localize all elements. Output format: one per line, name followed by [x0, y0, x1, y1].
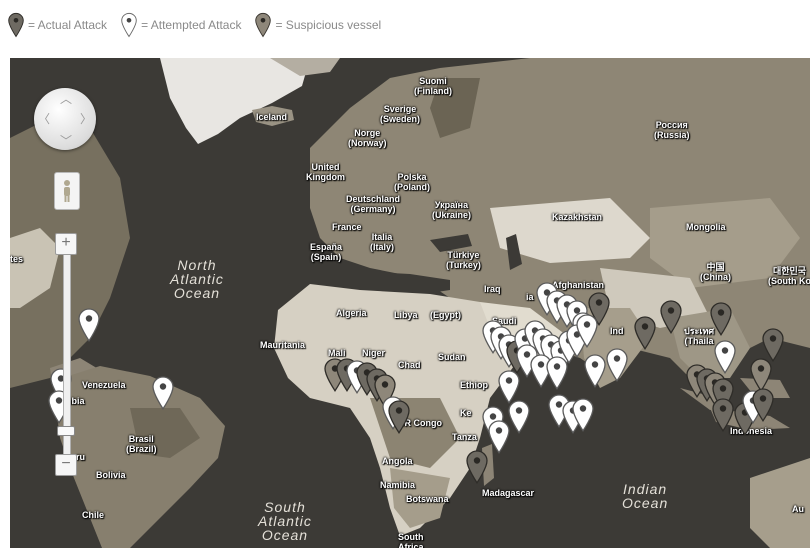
actual-attack-marker[interactable] — [752, 388, 774, 422]
zoom-in-button[interactable]: + — [55, 233, 77, 255]
label-poland: Polska (Poland) — [394, 172, 430, 192]
map-terrain — [10, 58, 810, 548]
label-russia: Россия (Russia) — [654, 120, 690, 140]
label-madagascar: Madagascar — [482, 488, 535, 498]
attempted-attack-marker[interactable] — [546, 356, 568, 390]
label-colombia: ombia — [58, 396, 85, 406]
actual-attack-marker[interactable] — [634, 316, 656, 350]
label-united-kingdom: United Kingdom — [306, 162, 345, 182]
label-spain: España (Spain) — [310, 242, 343, 262]
pan-left-icon[interactable]: 〈 — [38, 112, 51, 126]
label-ethiopia: Ethiop — [460, 380, 488, 390]
pan-up-icon[interactable]: ︿ — [60, 92, 73, 106]
label-venezuela: Venezuela — [82, 380, 126, 390]
label-sweden: Sverige (Sweden) — [380, 104, 421, 124]
label-south-africa: South Africa — [398, 532, 424, 548]
attempted-attack-marker[interactable] — [152, 376, 174, 410]
actual-attack-marker[interactable] — [712, 378, 734, 412]
label-iceland: Iceland — [256, 112, 288, 122]
label-north-atlantic: North Atlantic Ocean — [170, 257, 224, 301]
attempted-attack-marker[interactable] — [508, 400, 530, 434]
label-iraq: Iraq — [484, 284, 501, 294]
zoom-slider-thumb[interactable] — [57, 426, 75, 436]
actual-attack-marker[interactable] — [588, 292, 610, 326]
label-france: France — [332, 222, 362, 232]
label-namibia: Namibia — [380, 480, 416, 490]
attempted-attack-marker[interactable] — [498, 370, 520, 404]
label-india: Ind — [610, 326, 624, 336]
zoom-out-button[interactable]: − — [55, 454, 77, 476]
pan-down-icon[interactable]: ﹀ — [60, 134, 73, 148]
label-chad: Chad — [398, 360, 421, 370]
label-ukraine: Україна (Ukraine) — [432, 200, 472, 220]
legend-attempted-label: = Attempted Attack — [141, 18, 242, 32]
map-legend: = Actual Attack = Attempted Attack = Sus… — [8, 10, 387, 40]
label-chile: Chile — [82, 510, 105, 520]
label-sudan: Sudan — [438, 352, 466, 362]
actual-attack-marker[interactable] — [660, 300, 682, 334]
suspicious-vessel-marker-icon — [255, 12, 272, 38]
label-angola: Angola — [382, 456, 413, 466]
label-egypt: (Egypt) — [430, 310, 461, 320]
actual-attack-marker[interactable] — [712, 398, 734, 432]
label-saudi: Saudi — [492, 316, 517, 326]
label-italy: Italia (Italy) — [370, 232, 395, 252]
label-bolivia: Bolivia — [96, 470, 126, 480]
label-brazil: Brasil (Brazil) — [126, 434, 157, 454]
label-tanzania: Tanza — [452, 432, 477, 442]
attempted-attack-marker[interactable] — [572, 398, 594, 432]
label-germany: Deutschland (Germany) — [346, 194, 401, 214]
label-united-states: tes — [10, 254, 24, 264]
attempted-attack-marker[interactable] — [576, 314, 598, 348]
attempted-attack-marker[interactable] — [78, 308, 100, 342]
pan-right-icon[interactable]: 〉 — [80, 112, 93, 126]
label-south-korea: 대한민국 (South Ko — [768, 266, 810, 286]
label-algeria: Algeria — [336, 308, 367, 318]
label-kazakhstan: Kazakhstan — [552, 212, 603, 222]
legend-actual-attack: = Actual Attack — [8, 12, 107, 38]
legend-suspicious-label: = Suspicious vessel — [275, 18, 382, 32]
attempted-attack-marker[interactable] — [584, 354, 606, 388]
label-mongolia: Mongolia — [686, 222, 726, 232]
label-turkey: Türkiye (Turkey) — [446, 250, 481, 270]
world-map[interactable]: Suomi (Finland) Sverige (Sweden) Iceland… — [10, 58, 810, 548]
pan-control[interactable]: ︿ ﹀ 〈 〉 — [34, 88, 96, 150]
actual-attack-marker[interactable] — [388, 400, 410, 434]
label-indian-ocean: Indian Ocean — [622, 481, 669, 511]
label-kenya: Ke — [460, 408, 472, 418]
label-south-atlantic: South Atlantic Ocean — [258, 499, 312, 543]
label-botswana: Botswana — [406, 494, 449, 504]
suspicious-vessel-marker[interactable] — [750, 358, 772, 392]
label-ia: ia — [526, 292, 534, 302]
legend-suspicious-vessel: = Suspicious vessel — [255, 12, 381, 38]
attempted-attack-marker[interactable] — [606, 348, 628, 382]
street-view-pegman[interactable] — [54, 172, 80, 210]
label-australia: Au — [792, 504, 804, 514]
attempted-attack-marker[interactable] — [488, 420, 510, 454]
label-china: 中国 (China) — [700, 262, 731, 282]
label-peru: ru — [76, 452, 85, 462]
label-indonesia: Indonesia — [730, 426, 773, 436]
label-mauritania: Mauritania — [260, 340, 306, 350]
attempted-attack-marker[interactable] — [548, 394, 570, 428]
legend-attempted-attack: = Attempted Attack — [121, 12, 241, 38]
actual-attack-marker-icon — [8, 12, 24, 38]
attempted-attack-marker[interactable] — [714, 340, 736, 374]
attempted-attack-marker[interactable] — [516, 344, 538, 378]
actual-attack-marker[interactable] — [466, 450, 488, 484]
label-finland: Suomi (Finland) — [414, 76, 452, 96]
label-mali: Mali — [328, 348, 346, 358]
actual-attack-marker[interactable] — [762, 328, 784, 362]
label-niger: Niger — [362, 348, 386, 358]
pegman-icon — [64, 180, 70, 202]
label-thailand: ประเทศ (Thaila — [684, 326, 715, 346]
label-norway: Norge (Norway) — [348, 128, 387, 148]
legend-actual-label: = Actual Attack — [28, 18, 108, 32]
label-libya: Libya — [394, 310, 418, 320]
label-afghanistan: Afghanistan — [552, 280, 605, 290]
attempted-attack-marker-icon — [121, 12, 137, 38]
actual-attack-marker[interactable] — [710, 302, 732, 336]
